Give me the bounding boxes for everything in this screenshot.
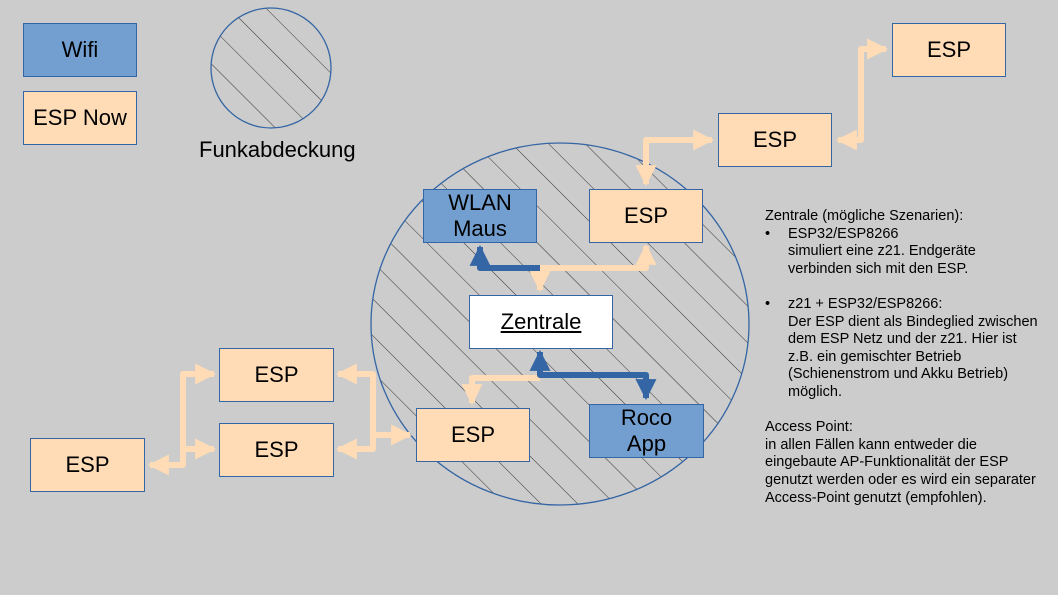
notes-bullet-text: Der ESP dient als Bindeglied zwischen de… xyxy=(788,313,1038,400)
notes-ap-text: in allen Fällen kann entweder die eingeb… xyxy=(765,436,1036,506)
node-label: ESP xyxy=(623,203,669,228)
notes-ap-heading: Access Point: xyxy=(765,419,853,436)
legend-esp-now: ESP Now xyxy=(23,91,137,145)
node-label-line2: App xyxy=(626,431,667,456)
node-label: ESP xyxy=(254,437,299,462)
node-label-line1: WLAN xyxy=(448,190,512,215)
legend-wifi-label: Wifi xyxy=(61,37,99,62)
espnow-connectors xyxy=(147,38,889,476)
legend-esp-now-label: ESP Now xyxy=(33,105,127,130)
node-label: Zentrale xyxy=(500,309,582,334)
node-esp-left-top: ESP xyxy=(219,348,334,402)
connector-zentrale-to-inner-esp xyxy=(461,375,540,406)
connector-zentrale-to-wlan-maus xyxy=(469,244,540,271)
node-esp-far-left: ESP xyxy=(30,438,145,492)
notes-spacer xyxy=(765,402,1055,420)
connector-far-left-to-left-top-esp xyxy=(147,363,217,476)
connector-left-top-esp-to-inner xyxy=(335,363,413,446)
notes-bullet-title: ESP32/ESP8266 xyxy=(788,225,899,242)
notes-panel: Zentrale (mögliche Szenarien): ESP32/ESP… xyxy=(765,208,1055,507)
notes-bullet-title: z21 + ESP32/ESP8266: xyxy=(788,295,943,312)
legend-coverage-label: Funkabdeckung xyxy=(199,137,356,162)
connector-left-bottom-esp-to-inner xyxy=(335,435,376,460)
node-esp-inner-top: ESP xyxy=(589,189,703,243)
node-esp-inner-bottom: ESP xyxy=(416,408,530,462)
connector-inner-esp-to-zentrale xyxy=(529,243,657,293)
node-label-line1: Roco xyxy=(620,405,673,430)
node-esp-left-bottom: ESP xyxy=(219,423,334,477)
node-label: ESP xyxy=(450,422,496,447)
node-label: ESP xyxy=(752,127,798,152)
legend-coverage-circle xyxy=(210,7,332,129)
node-esp-top-right: ESP xyxy=(718,113,832,167)
node-label: ESP xyxy=(926,37,972,62)
notes-bullet: ESP32/ESP8266 simuliert eine z21. Endger… xyxy=(765,226,1055,279)
notes-bullet-text: simuliert eine z21. Endgeräte verbinden … xyxy=(788,243,976,277)
connector-inner-esp-to-top-right-esp xyxy=(635,129,715,187)
notes-heading: Zentrale (mögliche Szenarien): xyxy=(765,208,964,224)
node-label: ESP xyxy=(65,452,110,477)
node-esp-far-top-right: ESP xyxy=(892,23,1006,77)
legend-wifi: Wifi xyxy=(23,23,137,77)
notes-bullet-list: ESP32/ESP8266 simuliert eine z21. Endger… xyxy=(765,226,1055,402)
wifi-connectors xyxy=(469,244,657,401)
node-roco-app: Roco App xyxy=(589,404,704,458)
connector-zentrale-to-roco-app xyxy=(529,349,657,401)
notes-spacer xyxy=(765,278,1055,296)
notes-bullet: z21 + ESP32/ESP8266: Der ESP dient als B… xyxy=(765,296,1055,402)
node-zentrale: Zentrale xyxy=(469,295,613,349)
node-label: ESP xyxy=(254,362,299,387)
node-label-line2: Maus xyxy=(453,216,507,241)
connector-top-right-to-far-esp xyxy=(835,38,889,151)
node-wlan-maus: WLAN Maus xyxy=(423,189,537,243)
